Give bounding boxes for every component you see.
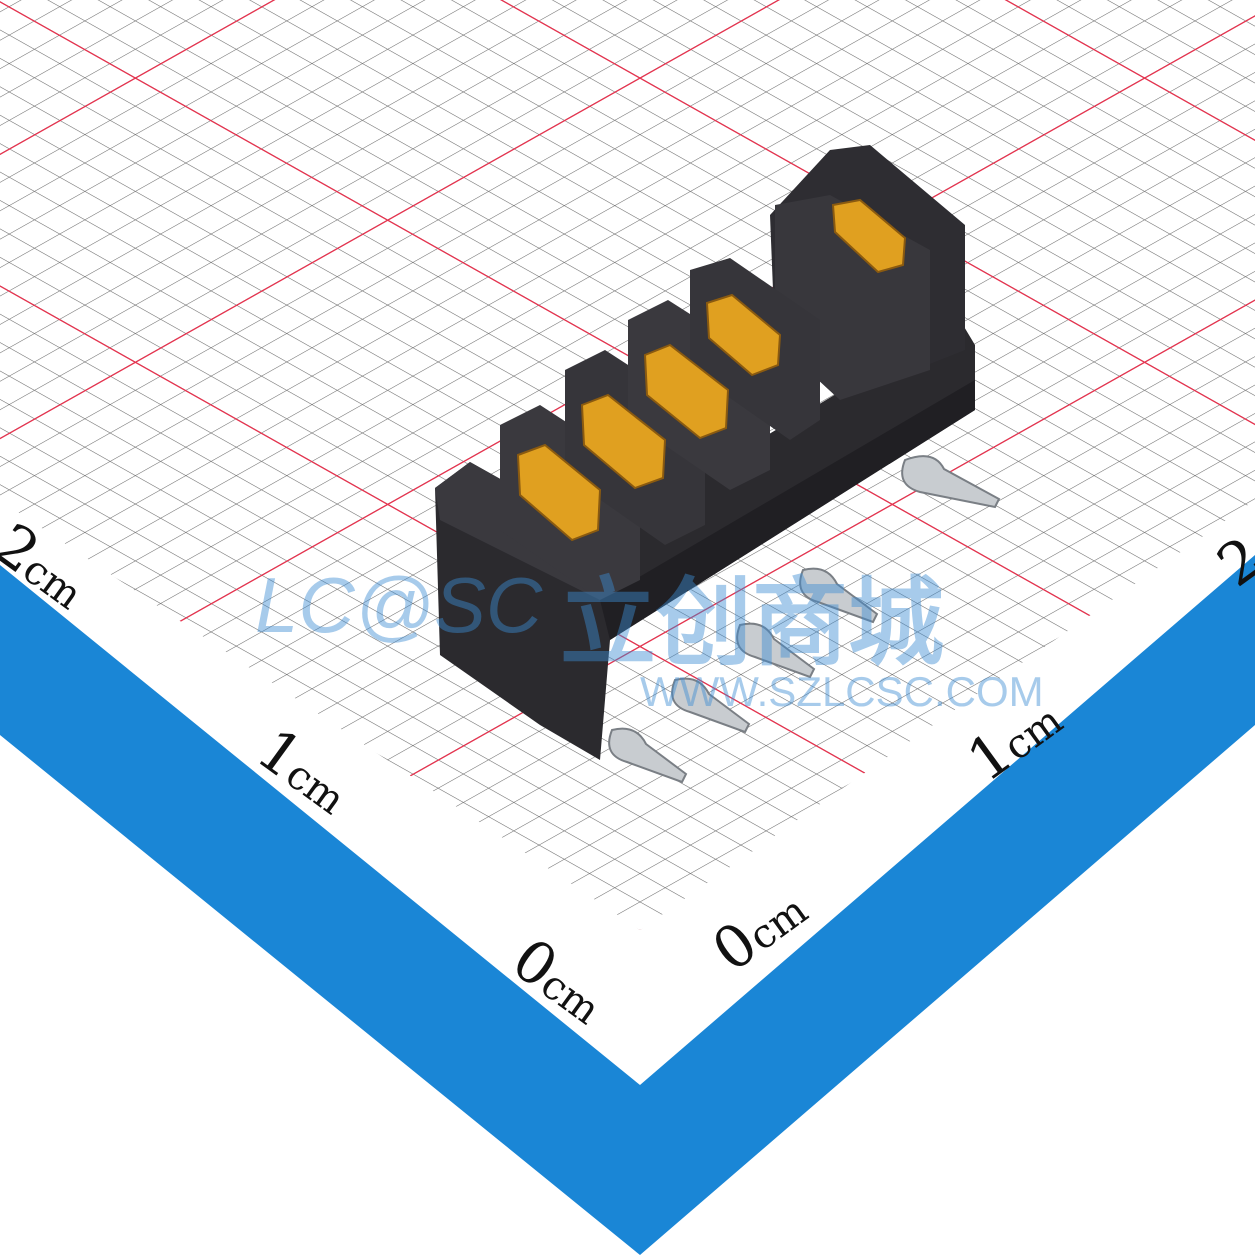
contact [705, 293, 782, 377]
pins [608, 455, 1001, 784]
pin [901, 455, 1001, 509]
pin [799, 567, 879, 624]
pin [671, 677, 751, 734]
watermark-brand-text: 立创商城 [560, 570, 944, 677]
contacts [516, 198, 907, 542]
watermark-logo-text: LC@SC [255, 561, 543, 649]
contact [831, 198, 907, 274]
contact [643, 343, 730, 440]
pin [736, 622, 816, 679]
contact [516, 443, 602, 542]
watermark-url-text: WWW.SZLCSC.COM [640, 668, 1044, 715]
watermark-logo: LC@SC [255, 560, 542, 651]
connector [435, 145, 1001, 784]
watermark-brand: 立创商城 [560, 545, 944, 684]
contact [580, 393, 667, 490]
watermark-url: WWW.SZLCSC.COM [640, 668, 1044, 716]
connector-body-shadow [600, 380, 975, 640]
blue-mat [0, 555, 1255, 1255]
pin [608, 727, 688, 784]
